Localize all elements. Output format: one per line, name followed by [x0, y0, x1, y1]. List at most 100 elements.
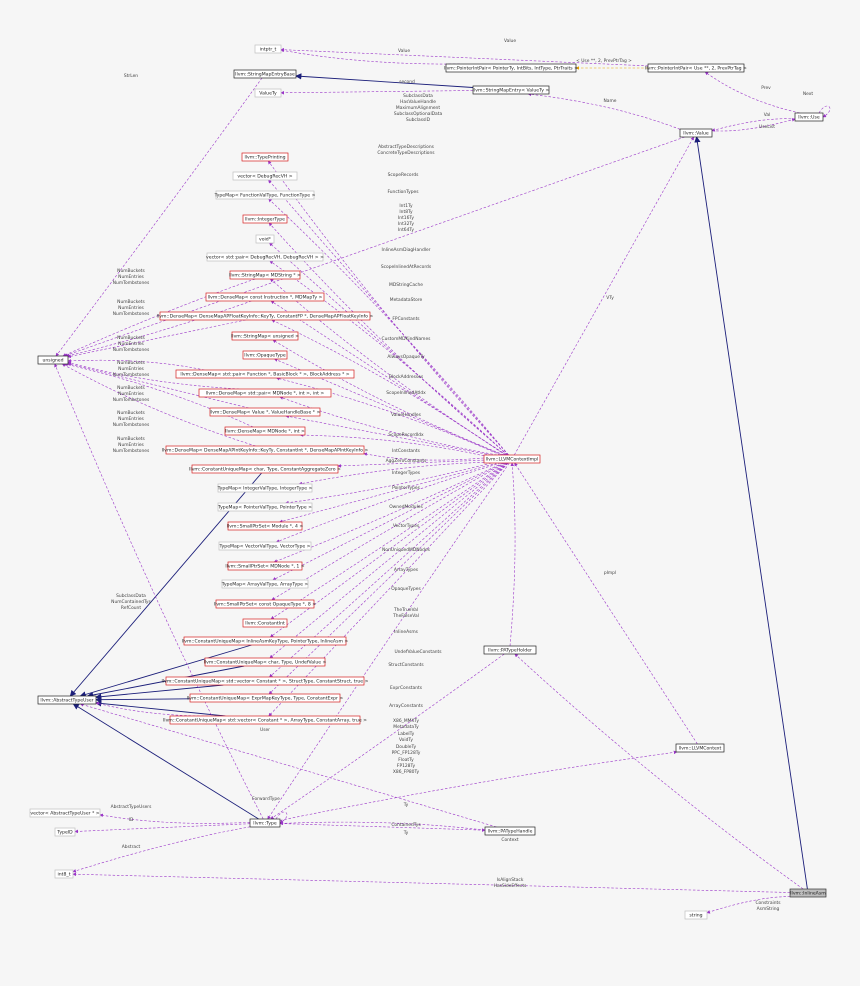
edge-ctxi-to-dmfp	[271, 319, 506, 456]
class-node-type[interactable]: llvm::Type	[249, 818, 281, 828]
class-node-box	[37, 695, 97, 705]
class-node-pathold[interactable]: llvm::PATypeHolder	[483, 645, 537, 655]
edge-label-int32ty: Int32Ty	[398, 221, 414, 227]
edge-ctxi-to-dmvalue	[285, 414, 492, 456]
class-node-vecpair[interactable]: vector< std::pair< DebugRecVH, DebugRecV…	[206, 252, 324, 262]
class-node-llvmctx[interactable]: llvm::LLVMContext	[675, 743, 725, 753]
edge-label-strlen: StrLen	[124, 73, 138, 79]
class-node-unsigned[interactable]: unsigned	[37, 355, 69, 365]
class-node-label: void*	[259, 237, 272, 243]
edge-label-ppcfp: PPC_FP128Ty	[392, 750, 421, 756]
class-node-tmarr[interactable]: TypeMap< ArrayValType, ArrayType >	[221, 579, 309, 589]
class-node-box	[789, 888, 827, 898]
edge-label-vty: VTy	[606, 295, 614, 301]
class-node-inlineasm[interactable]: llvm::InlineAsm	[789, 888, 827, 898]
class-node-tmint[interactable]: TypeMap< IntegerValType, IntegerType >	[217, 483, 313, 493]
edge-label-name: Name	[604, 98, 617, 104]
class-node-box	[217, 502, 313, 512]
class-node-valuety[interactable]: ValueTy	[254, 88, 282, 98]
class-node-opaquetype[interactable]: llvm::OpaqueType	[242, 350, 288, 360]
class-node-label: llvm::Type	[253, 821, 277, 827]
edge-label-ne3: NumEntries	[118, 341, 144, 347]
class-node-ctxi[interactable]: llvm::LLVMContextImpl	[483, 454, 541, 464]
class-node-intptr[interactable]: intptr_t	[254, 44, 282, 54]
class-node-abstracttu[interactable]: llvm::AbstractTypeUser	[37, 695, 97, 705]
class-node-dmblock[interactable]: llvm::DenseMap< std::pair< Function *, B…	[175, 369, 355, 379]
class-node-smmd[interactable]: llvm::StringMap< MDString * >	[229, 270, 301, 280]
class-node-pip2[interactable]: llvm::PointerIntPair< Use **, 2, PrevPtr…	[645, 63, 747, 73]
class-node-spsmod[interactable]: llvm::SmallPtrSet< Module *, 4 >	[227, 521, 304, 531]
class-node-box	[183, 636, 347, 646]
class-node-label: llvm::DenseMap< Value *, ValueHandleBase…	[210, 410, 321, 416]
class-node-spsmd[interactable]: llvm::SmallPtrSet< MDNode *, 1 >	[225, 561, 305, 571]
edge-label-metadatastore: MetadataStore	[390, 297, 423, 303]
class-node-cumstruct[interactable]: llvm::ConstantUniqueMap< std::vector< Co…	[162, 676, 369, 686]
edge-label-custommd: CustomMDKindNames	[382, 336, 432, 342]
class-node-tmfunc[interactable]: TypeMap< FunctionValType, FunctionType >	[214, 190, 316, 200]
class-node-spsopq[interactable]: llvm::SmallPtrSet< const OpaqueType *, 8…	[214, 599, 316, 609]
class-node-box	[204, 657, 326, 667]
class-node-patypehandle[interactable]: llvm::PATypeHandle	[484, 826, 536, 836]
edge-llvmctx-to-ctxi	[514, 462, 698, 745]
edge-label-nb6: NumBuckets	[117, 410, 145, 416]
class-node-constint[interactable]: llvm::ConstantInt	[242, 618, 288, 628]
class-node-typeprinting[interactable]: llvm::TypePrinting	[241, 152, 289, 162]
class-node-smeb[interactable]: llvm::StringMapEntryBase	[233, 69, 297, 79]
edge-ctxi-to-smuns	[272, 339, 505, 456]
class-node-label: llvm::ConstantUniqueMap< InlineAsmKeyTyp…	[182, 639, 349, 645]
class-node-label: llvm::DenseMap< MDNode *, int >	[225, 429, 305, 435]
edge-label-prev: Prev	[761, 85, 771, 91]
class-node-box	[206, 252, 324, 262]
class-node-box	[232, 171, 298, 181]
class-node-box	[233, 69, 297, 79]
class-node-vecdbg[interactable]: vector< DebugRecVH >	[232, 171, 298, 181]
class-node-box	[483, 454, 541, 464]
edge-label-int16ty: Int16Ty	[398, 215, 414, 221]
edge-ctxi-to-vecdbg	[268, 179, 509, 456]
class-node-dmapint[interactable]: llvm::DenseMap< DenseMapAPIntKeyInfo::Ke…	[162, 445, 369, 455]
class-node-int[interactable]: int8_t	[54, 869, 74, 879]
class-node-box	[191, 464, 339, 474]
class-node-dmmdnode[interactable]: llvm::DenseMap< MDNode *, int >	[224, 426, 306, 436]
class-node-smuns[interactable]: llvm::StringMap< unsigned >	[231, 331, 299, 341]
edge-inlineasm-to-int	[72, 872, 791, 893]
class-node-box	[165, 676, 365, 686]
edge-dmblock-to-unsigned	[67, 359, 205, 371]
edge-label-abstracttypeusers: AbstractTypeUsers	[111, 804, 153, 810]
class-node-sme[interactable]: llvm::StringMapEntry< ValueTy >	[472, 85, 550, 95]
class-node-cumagg[interactable]: llvm::ConstantUniqueMap< char, Type, Con…	[189, 464, 341, 474]
class-node-cumundef[interactable]: llvm::ConstantUniqueMap< char, Type, Und…	[204, 657, 327, 667]
class-node-dmvalue[interactable]: llvm::DenseMap< Value *, ValueHandleBase…	[210, 407, 321, 417]
class-node-cumarray[interactable]: llvm::ConstantUniqueMap< std::vector< Co…	[163, 715, 367, 725]
class-node-integertype[interactable]: llvm::IntegerType	[242, 214, 288, 224]
class-node-label: llvm::PointerIntPair< Use **, 2, PrevPtr…	[645, 66, 747, 72]
class-node-tmptr[interactable]: TypeMap< PointerValType, PointerType >	[217, 502, 313, 512]
class-node-label: llvm::PointerIntPair< PointerTy, IntBits…	[444, 66, 578, 72]
class-node-label: llvm::StringMapEntry< ValueTy >	[473, 88, 550, 94]
edge-ctxi-to-cuminline	[269, 462, 507, 638]
class-node-use[interactable]: llvm::Use	[794, 112, 824, 122]
class-node-dmmdint[interactable]: llvm::DenseMap< std::pair< MDNode *, int…	[198, 388, 332, 398]
edge-label-inlineasmdiag: InlineAsmDiagHandler	[382, 247, 431, 253]
class-node-dmfp[interactable]: llvm::DenseMap< DenseMapAPFloatKeyInfo::…	[157, 311, 374, 321]
class-node-vecatu[interactable]: vector< AbstractTypeUser * >	[29, 808, 101, 818]
edge-inlineasm-to-value	[694, 136, 808, 890]
edge-ctxi-to-dmapint	[363, 452, 485, 461]
class-node-string[interactable]: string	[684, 910, 708, 920]
class-node-cumexpr[interactable]: llvm::ConstantUniqueMap< ExprMapKeyType,…	[187, 693, 344, 703]
class-node-tmvec[interactable]: TypeMap< VectorValType, VectorType >	[218, 541, 312, 551]
edge-label-doublety: DoubleTy	[396, 744, 417, 750]
edge-label-int8ty: Int8Ty	[399, 209, 413, 215]
class-node-cuminline[interactable]: llvm::ConstantUniqueMap< InlineAsmKeyTyp…	[182, 636, 349, 646]
class-node-dminst[interactable]: llvm::DenseMap< const Instruction *, MDM…	[205, 292, 325, 302]
class-node-label: vector< std::pair< DebugRecVH, DebugRecV…	[206, 255, 324, 261]
class-node-voidp[interactable]: void*	[255, 234, 275, 244]
class-node-box	[679, 128, 713, 138]
class-node-box	[217, 483, 313, 493]
class-node-pip1[interactable]: llvm::PointerIntPair< PointerTy, IntBits…	[444, 63, 578, 73]
class-node-box	[54, 827, 76, 837]
class-node-value[interactable]: llvm::Value	[679, 128, 713, 138]
class-node-typeid[interactable]: TypeID	[54, 827, 76, 837]
edge-label-isalignstack: IsAlignStack	[497, 877, 524, 883]
edge-label-useptr: < Use **, 2, PrevPtrTag >	[576, 58, 632, 64]
